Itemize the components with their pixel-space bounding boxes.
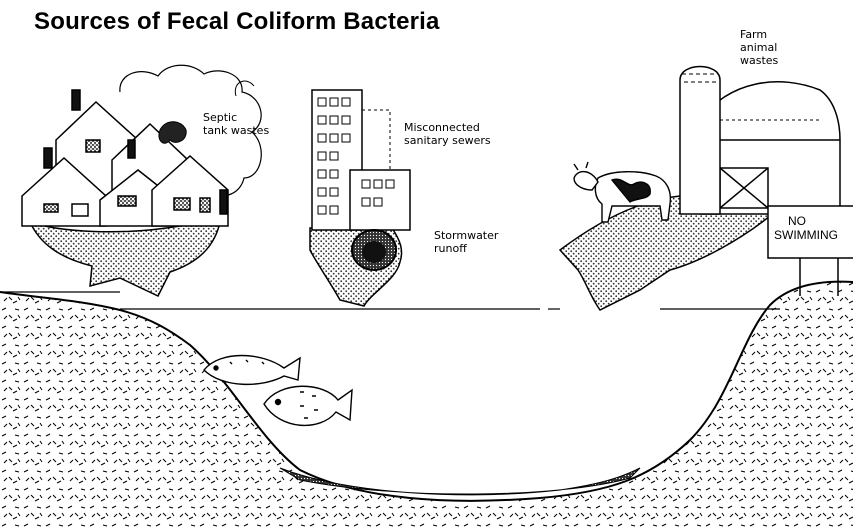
barn-icon (700, 82, 840, 214)
stormwater-label: Stormwater runoff (434, 229, 498, 255)
misconnected-label: Misconnected sanitary sewers (404, 121, 491, 147)
septic-tank-icon (159, 122, 186, 144)
sign-text: NO SWIMMING (774, 214, 838, 242)
fish-icon (204, 356, 300, 385)
septic-runoff-plume (30, 222, 220, 296)
diagram-title: Sources of Fecal Coliform Bacteria (34, 8, 440, 36)
fish-icon (264, 386, 352, 425)
pipe-icon (352, 230, 396, 270)
silo-icon (680, 67, 720, 215)
farm-label: Farm animal wastes (740, 28, 778, 67)
ground-line (0, 292, 780, 309)
stream-bed (0, 282, 853, 530)
house-icon (22, 90, 228, 226)
septic-label: Septic tank wastes (203, 111, 269, 137)
building-icon (312, 90, 410, 230)
